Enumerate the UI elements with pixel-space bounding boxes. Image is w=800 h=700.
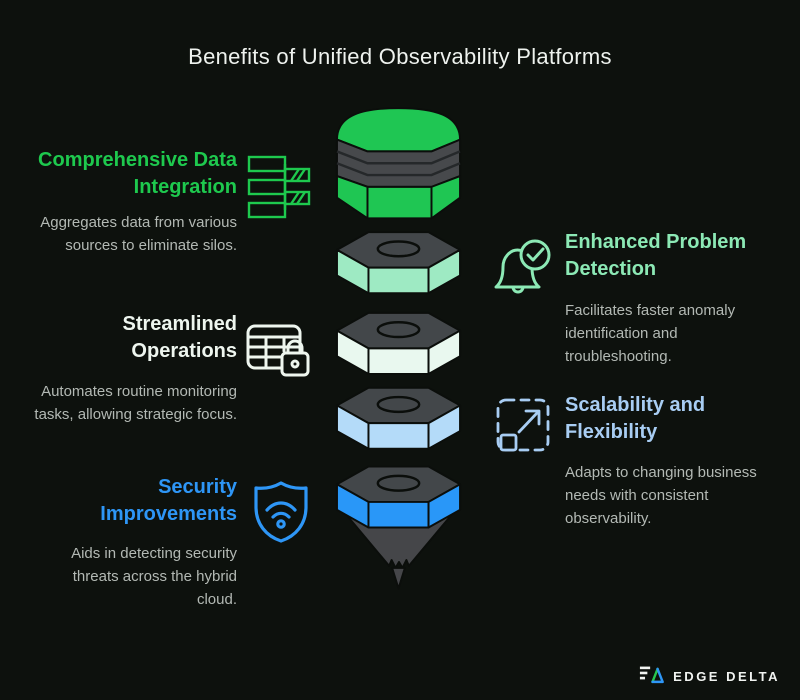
benefit-heading-security-improvements: Security Improvements (100, 476, 237, 525)
edge-delta-logo-icon (639, 662, 665, 691)
funnel-layer-5 (335, 465, 462, 529)
benefit-heading-scalability-and-flexibility: Scalability and Flexibility (565, 394, 706, 443)
funnel-layer-2 (335, 231, 462, 295)
data-integration-icon (247, 154, 311, 225)
benefit-description-streamlined-operations: Automates routine monitoring tasks, allo… (34, 383, 237, 423)
observability-funnel-graphic (335, 107, 462, 590)
shield-wifi-icon (250, 480, 312, 549)
benefit-description-scalability-and-flexibility: Adapts to changing business needs with c… (565, 464, 757, 527)
table-lock-icon (245, 316, 313, 391)
page-title: Benefits of Unified Observability Platfo… (188, 44, 612, 69)
brand-name: EDGE DELTA (673, 669, 780, 684)
funnel-layer-1 (335, 107, 462, 220)
benefit-heading-streamlined-operations: Streamlined Operations (122, 313, 237, 362)
benefit-description-enhanced-problem-detection: Facilitates faster anomaly identificatio… (565, 302, 736, 365)
funnel-layer-3 (335, 311, 462, 375)
benefit-heading-comprehensive-data-integration: Comprehensive Data Integration (38, 149, 237, 198)
bell-check-icon (488, 236, 556, 309)
edge-delta-brand: EDGE DELTA (639, 662, 780, 691)
benefit-description-security-improvements: Aids in detecting security threats acros… (71, 545, 237, 608)
funnel-layer-4 (335, 386, 462, 450)
expand-arrows-icon (494, 396, 554, 461)
benefit-description-comprehensive-data-integration: Aggregates data from various sources to … (40, 214, 237, 254)
benefit-heading-enhanced-problem-detection: Enhanced Problem Detection (565, 231, 747, 280)
